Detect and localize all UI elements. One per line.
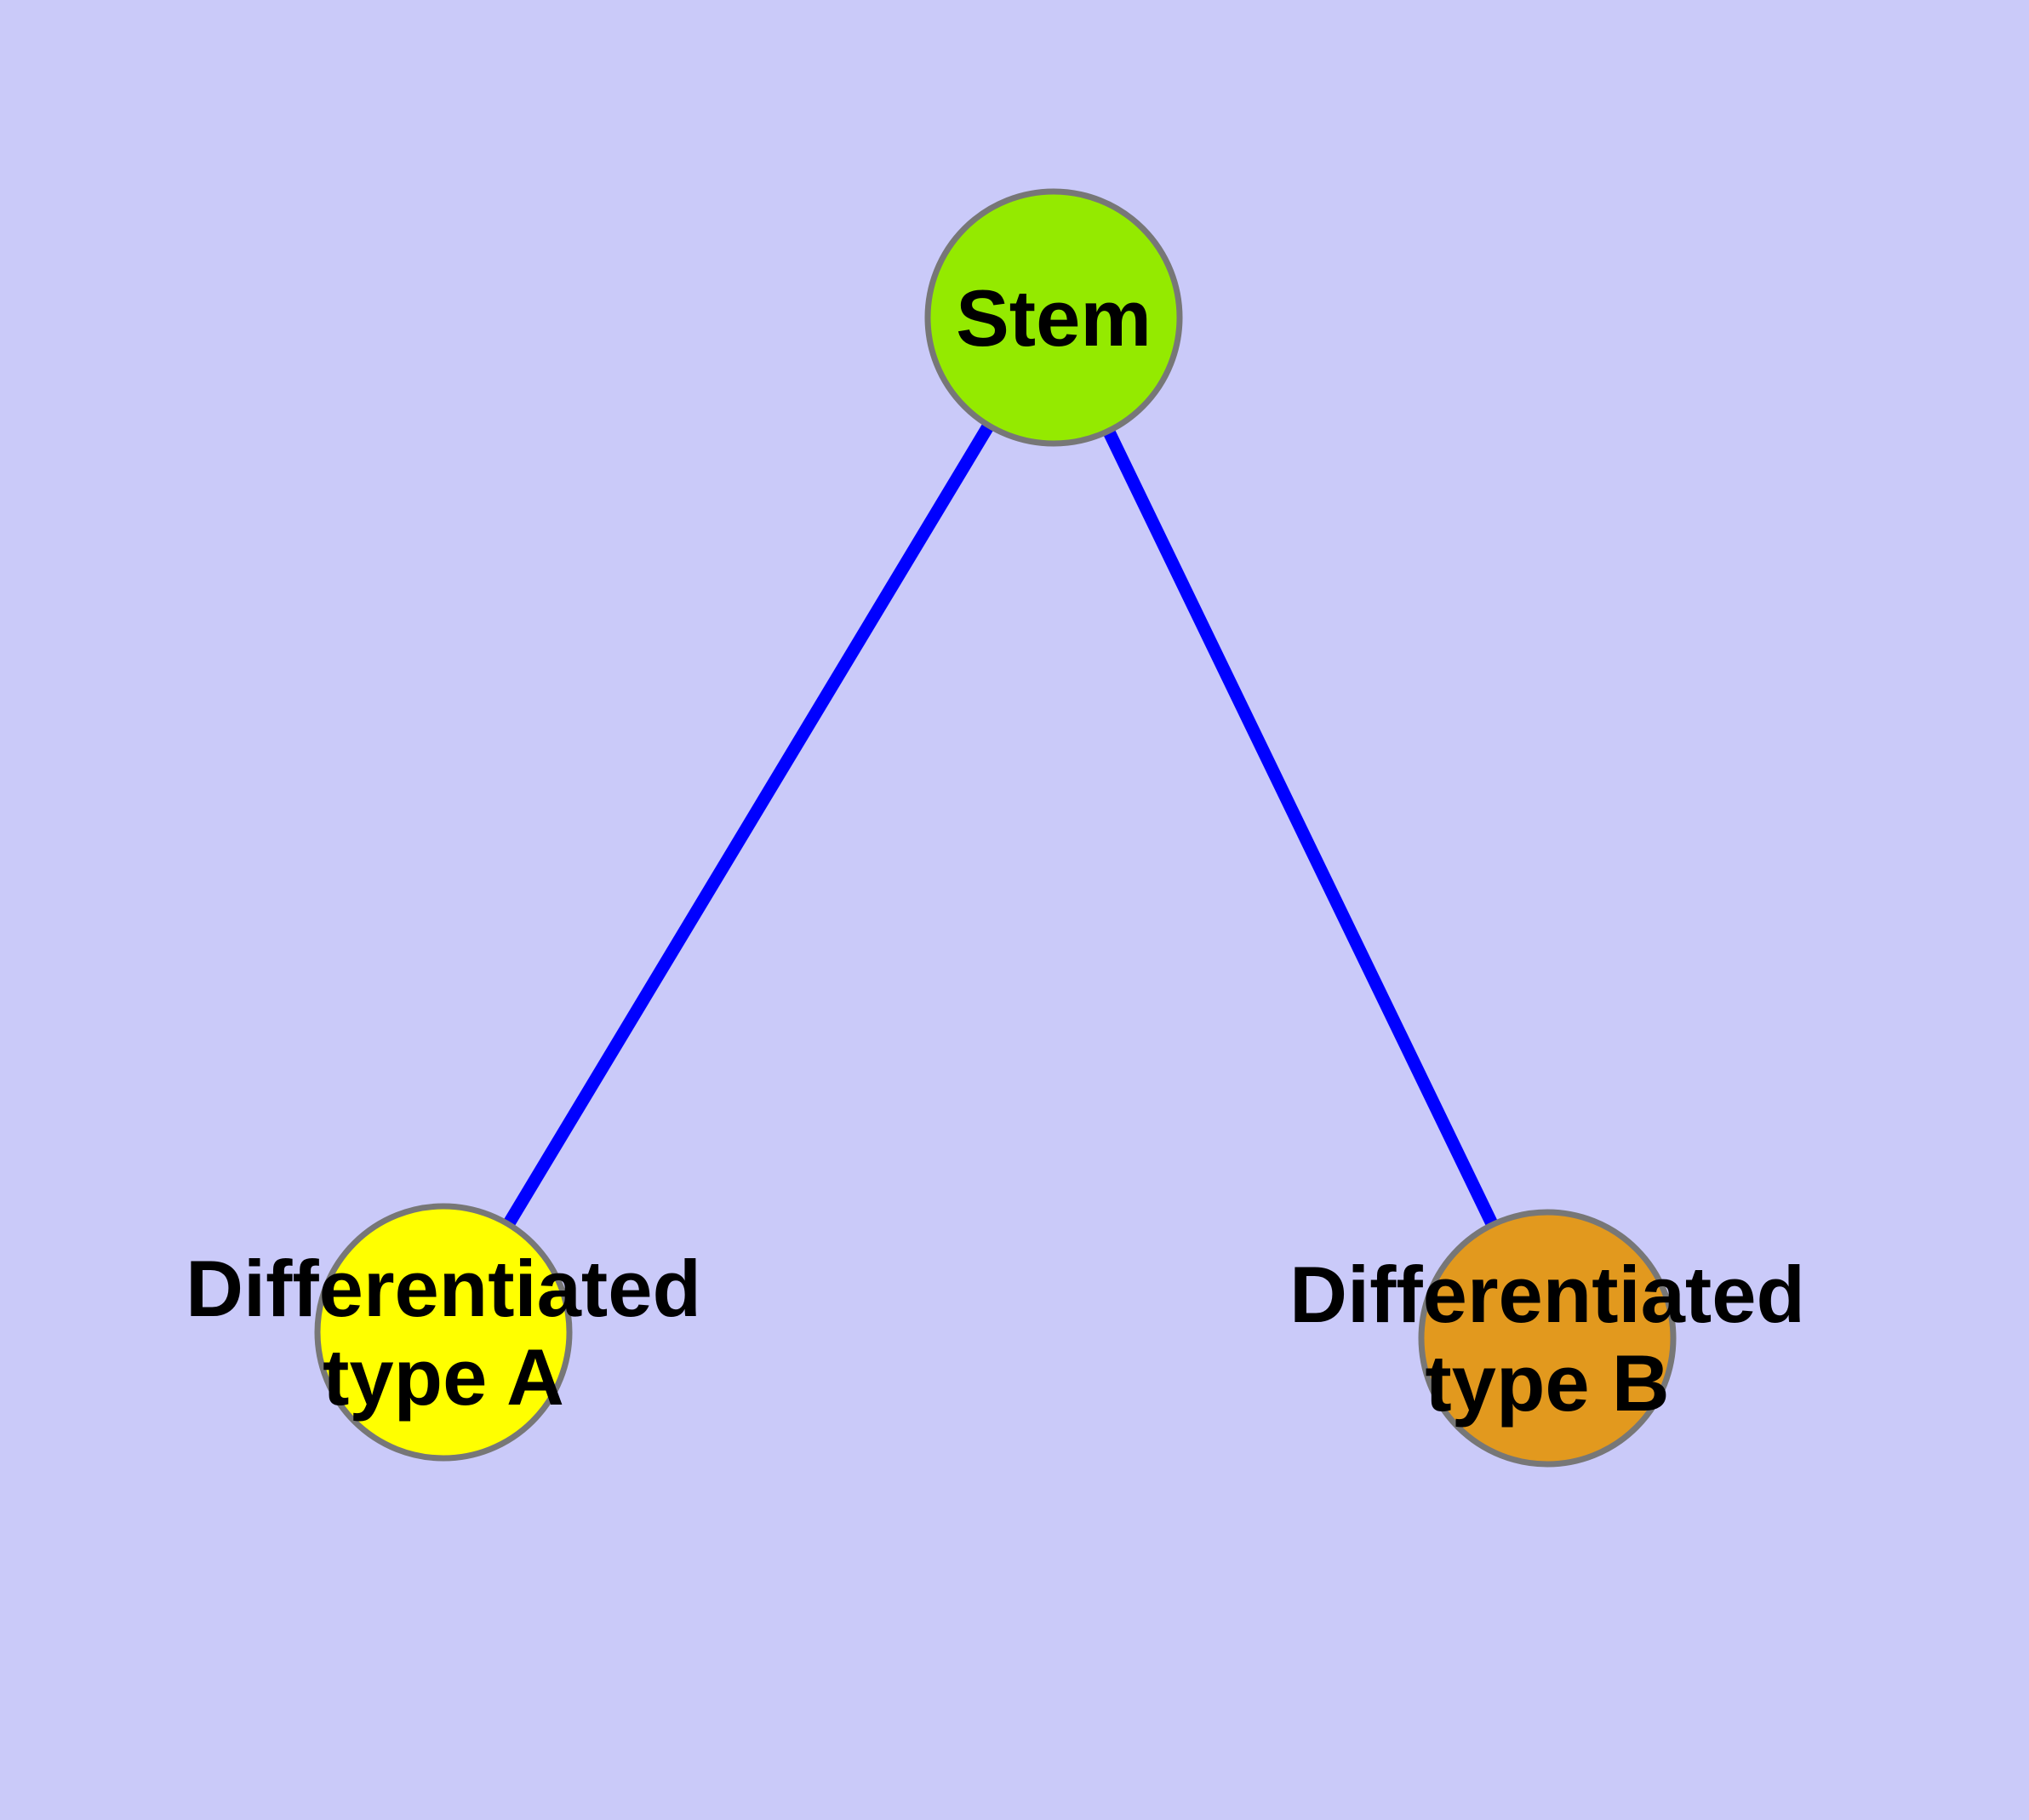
node-type-a-label-line2: type A <box>323 1332 564 1422</box>
node-type-a-label-line1: Differentiated <box>186 1244 701 1333</box>
node-differentiated-type-b <box>1418 1209 1677 1468</box>
node-stem-label: Stem <box>956 273 1152 363</box>
node-type-b-label-line2: type B <box>1425 1338 1669 1428</box>
node-type-b-label-line1: Differentiated <box>1289 1250 1805 1339</box>
node-differentiated-type-a <box>314 1203 573 1462</box>
node-stem <box>924 188 1183 447</box>
edge-stem-to-type-b <box>1048 314 1553 1342</box>
edge-stem-to-type-a <box>437 314 1060 1336</box>
